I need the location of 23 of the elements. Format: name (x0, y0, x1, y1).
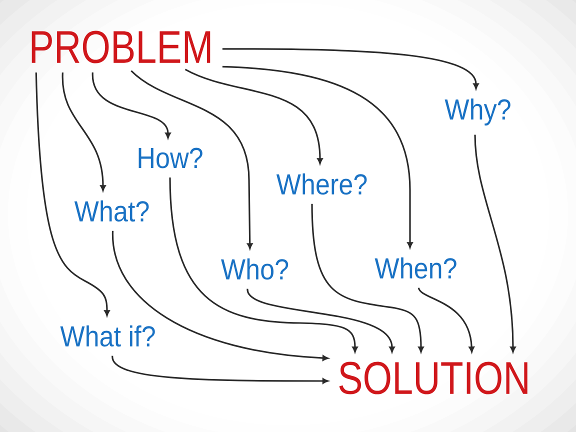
curved-arrow (311, 204, 424, 352)
curved-arrow (130, 70, 253, 250)
handwritten-question: Where? (276, 173, 367, 195)
curved-arrow (92, 72, 171, 138)
curved-arrow (62, 72, 106, 192)
curved-arrow (112, 230, 328, 361)
handwritten-question: Who? (221, 258, 288, 280)
curved-arrow (184, 68, 323, 164)
handwritten-question: When? (374, 257, 456, 279)
handwritten-question: How? (138, 148, 202, 168)
handwritten-heading: PROBLEM (32, 30, 210, 64)
curved-arrow (418, 287, 474, 352)
curved-arrow (112, 356, 328, 384)
handwritten-heading: SOLUTION (339, 362, 528, 394)
curved-arrow (169, 177, 358, 352)
handwritten-question: What? (74, 200, 149, 222)
handwritten-question: What if? (60, 325, 155, 347)
curved-arrow (246, 288, 395, 352)
curved-arrow (222, 66, 413, 248)
curved-arrow (222, 48, 479, 90)
handwritten-question: Why? (444, 98, 510, 126)
curved-arrow (35, 72, 110, 316)
curved-arrow (474, 134, 516, 352)
